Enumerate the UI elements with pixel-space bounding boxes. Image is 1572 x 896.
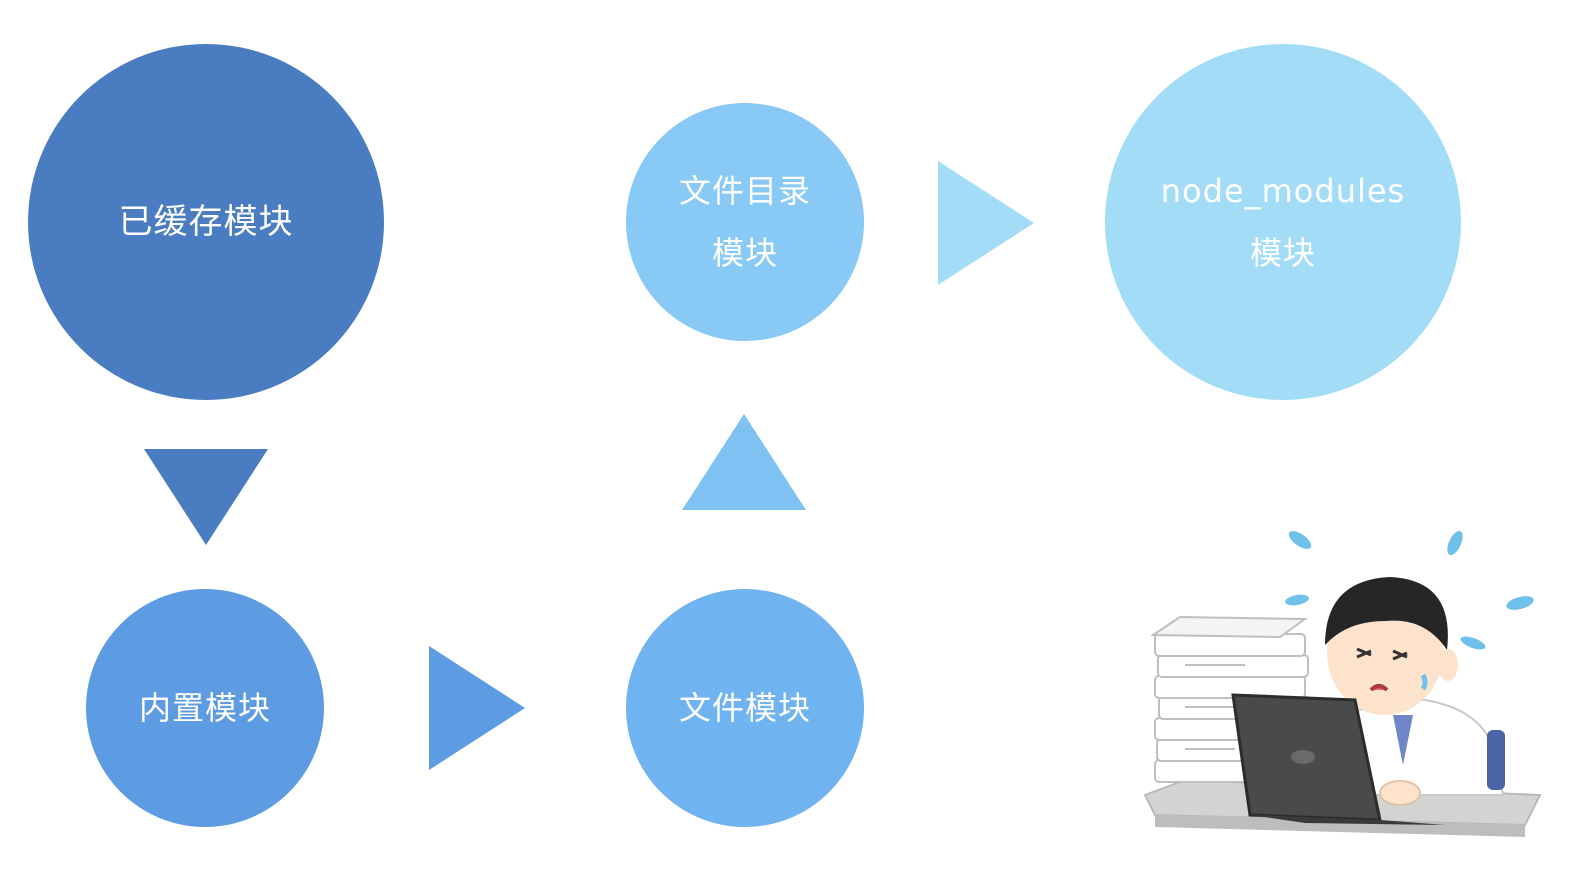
node-cached-module: 已缓存模块 <box>28 44 384 400</box>
node-node-modules-label-line1: node_modules <box>1160 172 1406 210</box>
laptop-icon <box>1231 693 1445 825</box>
sweat-drops-icon <box>1285 530 1534 650</box>
arrow-up-file-to-directory <box>682 414 806 510</box>
person-hand-icon <box>1379 780 1421 806</box>
arrow-right-builtin-to-file <box>429 646 525 770</box>
arrow-down-cached-to-builtin <box>144 449 268 545</box>
node-builtin-module-label: 内置模块 <box>138 689 271 727</box>
node-directory-module: 文件目录 模块 <box>626 103 864 341</box>
node-builtin-module: 内置模块 <box>86 589 324 827</box>
node-file-module: 文件模块 <box>626 589 864 827</box>
node-node-modules-label-line2: 模块 <box>1249 234 1316 272</box>
node-node-modules-module: node_modules 模块 <box>1105 44 1461 400</box>
stressed-office-worker-illustration <box>1143 530 1542 837</box>
arrow-right-directory-to-node-modules <box>938 161 1034 285</box>
node-directory-module-label-line1: 文件目录 <box>678 172 811 210</box>
node-file-module-label: 文件模块 <box>678 689 811 727</box>
person-head-icon <box>1325 577 1458 715</box>
node-cached-module-label: 已缓存模块 <box>118 202 294 242</box>
node-directory-module-label-line2: 模块 <box>711 234 778 272</box>
